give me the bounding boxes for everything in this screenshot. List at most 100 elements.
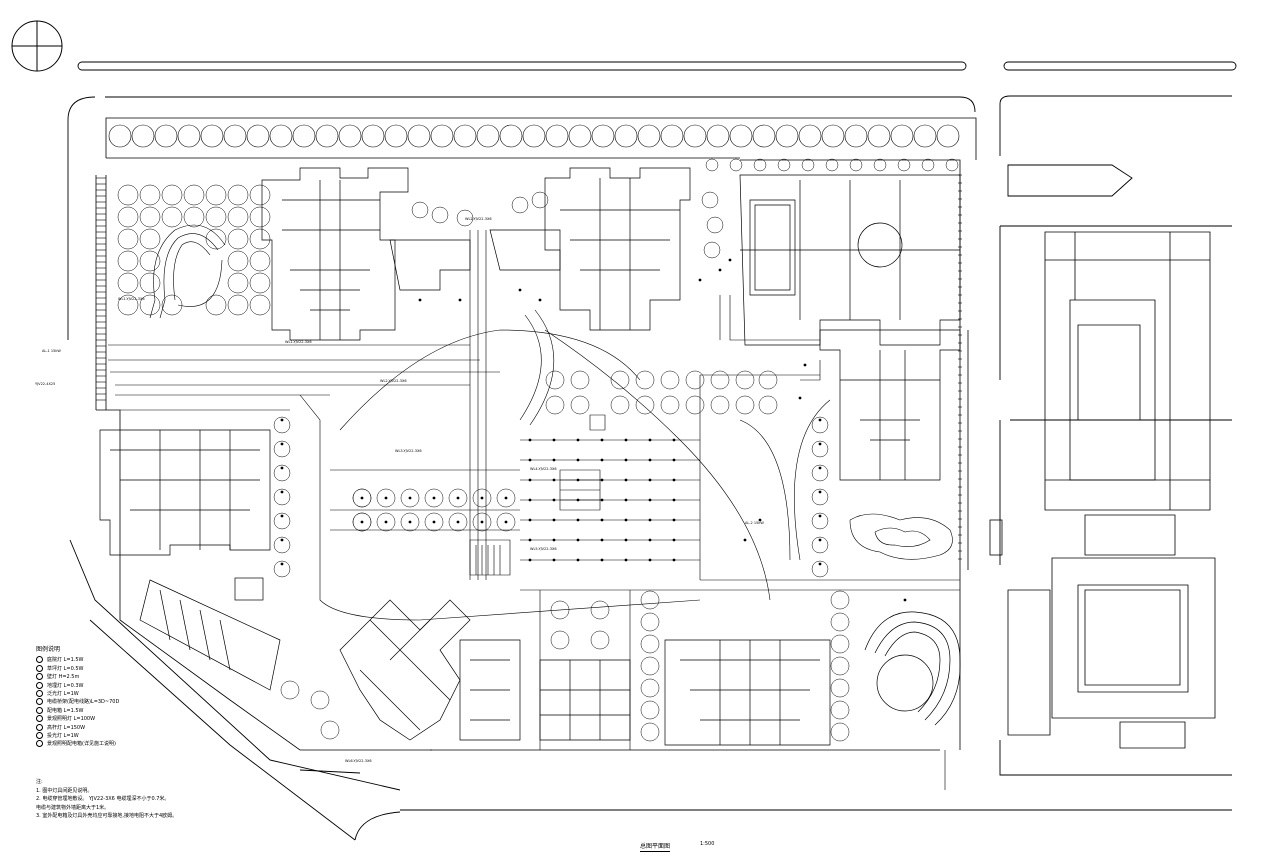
tree-icon <box>249 228 271 250</box>
tree-icon <box>205 184 227 206</box>
tree-icon <box>531 191 549 209</box>
light-fixture-icon <box>280 514 284 518</box>
pond <box>849 513 953 560</box>
drawing-title: 总图平面图 <box>640 841 671 852</box>
tree-icon <box>511 196 529 214</box>
light-fixture-icon <box>552 498 556 502</box>
tree-icon <box>590 630 610 650</box>
legend-item: 草坪灯 L=0.5W <box>36 664 119 673</box>
tree-icon <box>273 440 291 458</box>
tree-icon <box>139 184 161 206</box>
tree-icon <box>280 680 300 700</box>
tree-icon <box>117 228 139 250</box>
site-boundary <box>95 117 977 751</box>
cable-label: YJV22-4X25 <box>35 382 55 386</box>
light-fixture-icon <box>648 478 652 482</box>
tree-icon <box>921 158 935 172</box>
light-fixture-icon <box>728 258 732 262</box>
tree-icon <box>139 206 161 228</box>
tree-icon <box>844 124 868 148</box>
tree-icon <box>472 512 492 532</box>
tree-icon <box>683 124 707 148</box>
tree-icon <box>640 700 660 720</box>
tree-icon <box>249 206 271 228</box>
legend-label: 景观照明配电箱(详见施工说明) <box>47 741 116 748</box>
tree-icon <box>273 488 291 506</box>
tree-icon <box>830 634 850 654</box>
curved-feature-west <box>149 224 226 319</box>
tree-icon <box>472 488 492 508</box>
tree-icon <box>273 536 291 554</box>
light-fixture-icon <box>360 496 364 500</box>
tree-icon <box>448 512 468 532</box>
light-fixture-icon <box>648 518 652 522</box>
light-fixture-icon <box>552 458 556 462</box>
tree-icon <box>811 416 829 434</box>
tree-icon <box>660 370 680 390</box>
tree-icon <box>117 184 139 206</box>
light-fixture-icon <box>818 490 822 494</box>
tree-icon <box>830 656 850 676</box>
tree-icon <box>292 124 316 148</box>
tree-icon <box>376 512 396 532</box>
tree-icon <box>361 124 385 148</box>
tree-icon <box>830 700 850 720</box>
light-fixture-icon <box>624 498 628 502</box>
light-fixture-icon <box>576 498 580 502</box>
note-item: 1. 图中灯具间距见说明。 <box>36 787 93 794</box>
legend-item: 配电箱 L=1.5W <box>36 706 119 715</box>
tree-icon <box>550 630 570 650</box>
light-fixture-icon <box>518 288 522 292</box>
tree-icon <box>614 124 638 148</box>
tree-icon <box>273 512 291 530</box>
tree-icon <box>867 124 891 148</box>
tree-icon <box>811 512 829 530</box>
note-item: 2. 电缆穿管埋地敷设。 YJV22-3X6 电缆埋深不小于0.7米。 <box>36 796 170 802</box>
tree-icon <box>139 294 161 316</box>
light-fixture-icon <box>600 518 604 522</box>
drawing-title-text: 总图平面图 <box>640 843 671 852</box>
legend-item: 景观照明灯 L=100W <box>36 715 119 723</box>
light-fixture-icon <box>672 458 676 462</box>
tree-icon <box>610 395 630 415</box>
tree-icon <box>830 612 850 632</box>
light-fixture-icon <box>552 518 556 522</box>
tree-icon <box>448 488 468 508</box>
light-fixture-icon <box>600 458 604 462</box>
tree-icon <box>453 124 477 148</box>
design-notes: 注: 1. 图中灯具间距见说明。 2. 电缆穿管埋地敷设。 YJV22-3X6 … <box>36 778 177 821</box>
light-fixture-icon <box>600 438 604 442</box>
cable-label: AL-1 15kW <box>42 349 61 353</box>
tree-icon <box>550 600 570 620</box>
light-fixture-icon <box>528 558 532 562</box>
tree-icon <box>522 124 546 148</box>
light-fixture-icon <box>408 520 412 524</box>
light-fixture-icon <box>672 438 676 442</box>
light-fixture-icon <box>818 442 822 446</box>
tree-icon <box>873 158 887 172</box>
tree-icon <box>758 370 778 390</box>
tree-icon <box>227 294 249 316</box>
cable-label: WL5-YJV22-3X6 <box>530 547 557 551</box>
cable-label: WL2-YJV22-3X6 <box>380 379 407 383</box>
light-fixture-icon <box>280 442 284 446</box>
tree-icon <box>660 395 680 415</box>
tree-icon <box>227 184 249 206</box>
light-fixture-icon <box>803 363 807 367</box>
tree-icon <box>635 395 655 415</box>
legend-item: 泛光灯 L=1W <box>36 690 119 698</box>
tree-icon <box>811 464 829 482</box>
tree-icon <box>338 124 362 148</box>
tree-icon <box>131 124 155 148</box>
light-fixture-icon <box>480 496 484 500</box>
light-fixture-icon <box>818 466 822 470</box>
tree-icon <box>811 440 829 458</box>
light-fixture-icon <box>648 458 652 462</box>
legend-item: 投光灯 L=1W <box>36 732 119 740</box>
tree-icon <box>310 690 330 710</box>
tree-icon <box>777 158 791 172</box>
tree-icon <box>706 216 724 234</box>
tree-icon <box>825 158 839 172</box>
tree-icon <box>183 184 205 206</box>
